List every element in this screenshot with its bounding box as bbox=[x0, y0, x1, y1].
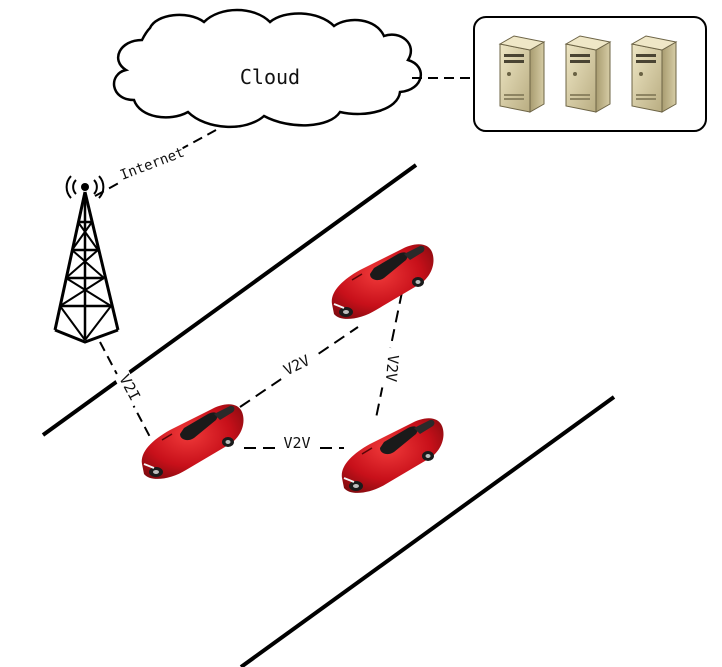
server-icon bbox=[631, 35, 677, 113]
server-cluster bbox=[473, 16, 707, 132]
internet-label: Internet bbox=[118, 145, 187, 184]
car-icon bbox=[330, 243, 435, 320]
cloud-icon: Cloud bbox=[112, 8, 423, 128]
v2v-right-label: V2V bbox=[382, 354, 402, 383]
cell-tower-icon bbox=[53, 175, 120, 344]
cloud-label: Cloud bbox=[240, 65, 300, 89]
server-icon bbox=[499, 35, 545, 113]
server-icon bbox=[565, 35, 611, 113]
road-edge-lower bbox=[239, 395, 616, 667]
v2v-bottom-label: V2V bbox=[283, 434, 310, 452]
road-edge-upper bbox=[41, 163, 418, 437]
car-icon bbox=[340, 417, 445, 494]
car-icon bbox=[140, 403, 245, 480]
v2v-link-left-top bbox=[239, 326, 359, 408]
